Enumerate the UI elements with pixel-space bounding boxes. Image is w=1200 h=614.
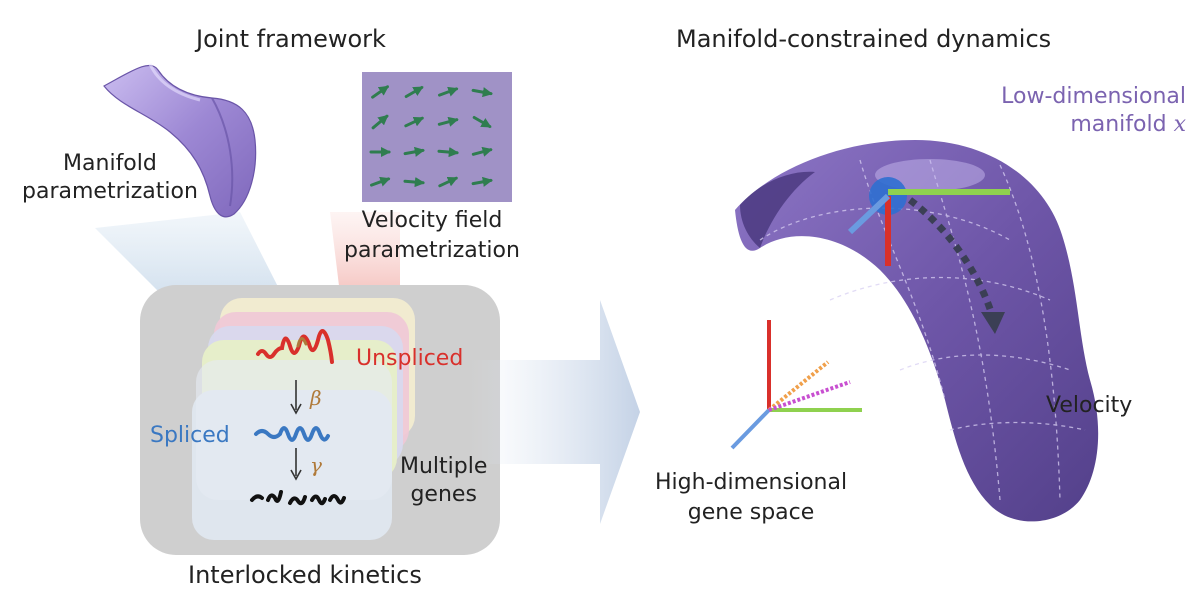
velocity-vector [438,86,459,97]
velocity-vector [404,86,424,98]
velocity-label: Velocity [1046,393,1133,418]
low-dim-manifold-label: Low-dimensional manifold x [1001,83,1186,139]
left-title: Joint framework [196,25,386,53]
velocity-vector [371,114,389,130]
manifold-surface-icon [103,64,257,218]
low-dim-word: manifold [1070,112,1167,137]
manifold-param-label: Manifold parametrization [22,150,198,206]
gamma-symbol: γ [310,453,322,477]
interlocked-kinetics-label: Interlocked kinetics [188,561,422,589]
velocity-vector [471,176,493,187]
spliced-label: Spliced [150,423,230,448]
velocity-param-label: Velocity field parametrization [344,206,520,266]
velocity-vector [437,146,460,158]
tangent-axis-blue [847,193,891,235]
manifold-param-line2: parametrization [22,179,198,204]
velocity-vector [404,116,425,128]
velocity-vector [438,176,459,188]
multiple-genes-line2: genes [410,482,477,507]
gene-card-mid [196,360,392,500]
velocity-arrow [907,197,997,320]
unspliced-rna-icon [256,329,334,364]
velocity-vector [471,87,493,98]
degraded-rna-icon [250,490,346,506]
velocity-vector [472,116,492,128]
velocity-field-arrows [369,85,493,188]
low-dim-line1: Low-dimensional [1001,84,1186,109]
beta-symbol: β [310,386,322,410]
velocity-param-line1: Velocity field [361,208,503,233]
velocity-vector [403,176,426,188]
unspliced-intron-icon [296,337,308,348]
velocity-param-line2: parametrization [344,238,520,263]
velocity-vector [437,116,459,127]
unspliced-label: Unspliced [356,346,464,371]
manifold-variable: x [1173,112,1186,137]
gene-space-line2: gene space [687,500,815,525]
right-title: Manifold-constrained dynamics [676,25,1052,53]
multiple-genes-label: Multiple genes [400,453,487,509]
gene-space-label: High-dimensional gene space [655,468,847,528]
multiple-genes-line1: Multiple [400,454,488,479]
large-manifold-surface [735,140,1099,522]
flow-arrow-icon [470,300,640,524]
velocity-field-icon [362,72,512,202]
manifold-param-line1: Manifold [63,151,157,176]
gene-space-axes-icon [730,320,862,450]
velocity-vector [370,176,391,187]
low-dim-line2: manifold x [1001,111,1186,139]
velocity-vector [471,146,493,157]
velocity-vector [403,146,425,157]
velocity-vector [371,85,390,99]
spliced-rna-icon [254,426,330,442]
gene-space-line1: High-dimensional [655,470,848,495]
